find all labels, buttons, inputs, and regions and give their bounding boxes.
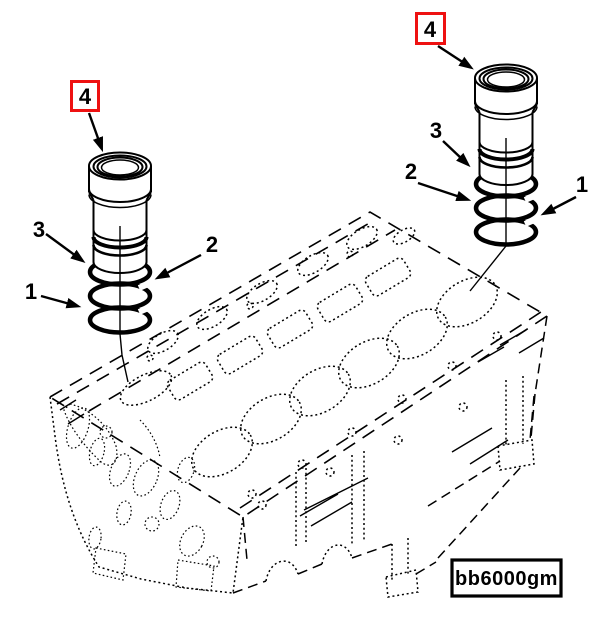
callout-4-left-label: 4	[79, 84, 92, 109]
block-front-face	[232, 315, 548, 598]
figure-code-label: bb6000gm	[455, 568, 558, 590]
cylinder-bore	[385, 308, 449, 360]
cylinder-liner-left	[89, 153, 153, 335]
engine-block	[48, 211, 549, 598]
block-right-leg	[497, 376, 535, 471]
callout-2-left: 2	[154, 232, 218, 280]
figure-code: bb6000gm	[450, 558, 563, 598]
cylinder-bore	[435, 276, 499, 328]
callout-2-right-label: 2	[405, 159, 417, 184]
cylinder-bore	[239, 393, 303, 445]
callout-2-left-label: 2	[206, 232, 218, 257]
liner-leader-left	[119, 333, 129, 383]
cylinder-bore-front	[119, 370, 173, 406]
callout-3-right: 3	[430, 118, 471, 168]
deck-edge-hatch	[477, 329, 545, 363]
callout-3-left-label: 3	[33, 217, 45, 242]
callout-4-right-box	[415, 12, 446, 45]
callout-1-right-label: 1	[576, 172, 588, 197]
callout-4-right-label: 4	[424, 17, 437, 42]
callout-4-left-box	[70, 80, 100, 112]
callout-3-right-label: 3	[430, 118, 442, 143]
callout-4-right: 4	[415, 12, 474, 70]
cylinder-bore	[288, 365, 352, 417]
block-skirt	[232, 460, 521, 598]
block-top-deck	[48, 211, 549, 518]
block-left-end-face	[49, 396, 244, 594]
deck-bolt-holes	[146, 250, 502, 499]
cylinder-bore	[337, 337, 401, 389]
deck-lifter-openings	[166, 257, 412, 401]
cylinder-liner-right	[475, 65, 539, 247]
liner-leader-right	[469, 245, 507, 292]
callout-3-left: 3	[33, 217, 86, 263]
deck-water-passages	[147, 225, 416, 355]
cylinder-bore	[190, 426, 254, 478]
callout-1-right: 1	[540, 172, 588, 216]
callout-2-right: 2	[405, 159, 472, 202]
callout-1-left: 1	[25, 279, 82, 309]
callout-4-left: 4	[70, 80, 103, 153]
callout-1-left-label: 1	[25, 279, 37, 304]
figure-code-box	[450, 558, 563, 598]
